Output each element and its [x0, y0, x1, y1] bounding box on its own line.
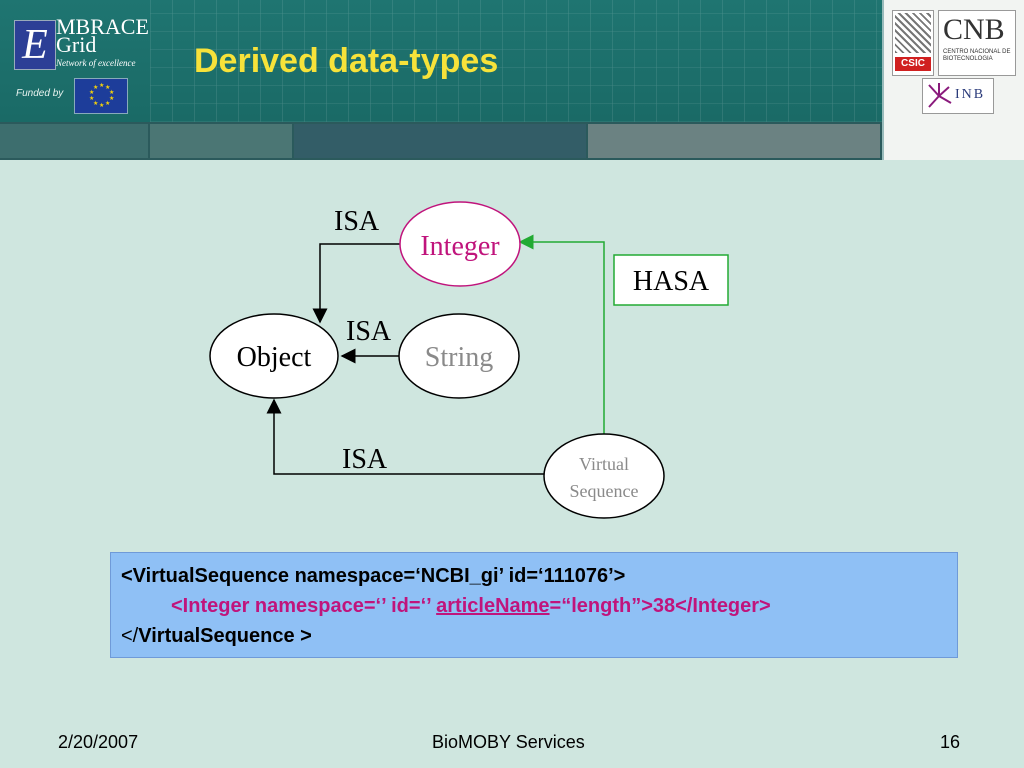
edge-label-hasa: HASA	[613, 254, 729, 306]
funded-by-label: Funded by	[16, 88, 64, 99]
csic-logo: CSIC	[892, 10, 934, 76]
slide-header	[0, 0, 1024, 160]
xml-line-2: <Integer namespace=‘’ id=‘’ articleName=…	[171, 595, 771, 618]
eu-flag-icon: ★★★ ★★★ ★★★ ★	[74, 78, 128, 114]
svg-text:HASA: HASA	[633, 266, 710, 297]
xml-example-box: <VirtualSequence namespace=‘NCBI_gi’ id=…	[110, 552, 958, 658]
svg-text:★: ★	[109, 95, 114, 102]
inb-logo: INB	[922, 78, 994, 114]
xml-line-1: <VirtualSequence namespace=‘NCBI_gi’ id=…	[121, 565, 626, 587]
svg-text:★: ★	[105, 100, 110, 107]
node-integer-label: Integer	[420, 231, 500, 262]
xml-line-2-suffix: =“length”>38</Integer>	[549, 595, 771, 617]
footer-page-number: 16	[940, 732, 961, 752]
edge-label-isa-virtual: ISA	[342, 444, 388, 475]
xml-line-3: </VirtualSequence >	[121, 625, 312, 647]
svg-text:★: ★	[93, 100, 98, 107]
embrace-logo-text: MBRACE Grid	[56, 14, 149, 57]
node-virtual-label-1: Virtual	[579, 454, 629, 474]
strip-image-2	[150, 124, 292, 158]
node-object: Object	[209, 313, 339, 399]
node-integer: Integer	[399, 201, 521, 287]
cnb-logo: CNB CENTRO NACIONAL DE BIOTECNOLOGIA	[938, 10, 1016, 76]
edge-label-isa-string: ISA	[346, 316, 392, 347]
svg-text:★: ★	[93, 84, 98, 91]
svg-text:★: ★	[109, 89, 114, 96]
inb-star-icon	[928, 83, 952, 108]
header-circuit-pattern	[150, 0, 882, 122]
footer-date: 2/20/2007	[58, 732, 139, 752]
node-virtual-sequence: Virtual Sequence	[543, 433, 665, 519]
embrace-logo-subtitle: Network of excellence	[56, 58, 136, 68]
xml-line-2-prefix: <Integer namespace=‘’ id=‘’	[171, 595, 437, 617]
xml-article-name-link[interactable]: articleName	[436, 595, 550, 617]
footer-title: BioMOBY Services	[432, 732, 585, 752]
svg-text:★: ★	[89, 95, 94, 102]
node-string-label: String	[425, 342, 493, 373]
header-background	[0, 0, 882, 122]
edge-virtual-isa-object	[266, 398, 545, 475]
edge-integer-isa-object	[312, 243, 400, 324]
node-virtual-label-2: Sequence	[570, 481, 639, 501]
node-object-label: Object	[237, 342, 312, 373]
strip-image-4	[588, 124, 880, 158]
edge-label-isa-integer: ISA	[334, 206, 380, 237]
slide-title: Derived data-types	[194, 42, 499, 80]
embrace-logo-icon: E	[14, 20, 56, 70]
svg-text:★: ★	[99, 102, 104, 109]
strip-image-3	[294, 124, 586, 158]
svg-text:★: ★	[99, 82, 104, 89]
svg-text:★: ★	[89, 89, 94, 96]
edge-virtual-hasa-integer	[518, 234, 605, 434]
strip-image-1	[0, 124, 148, 158]
node-string: String	[398, 313, 520, 399]
svg-text:★: ★	[105, 84, 110, 91]
